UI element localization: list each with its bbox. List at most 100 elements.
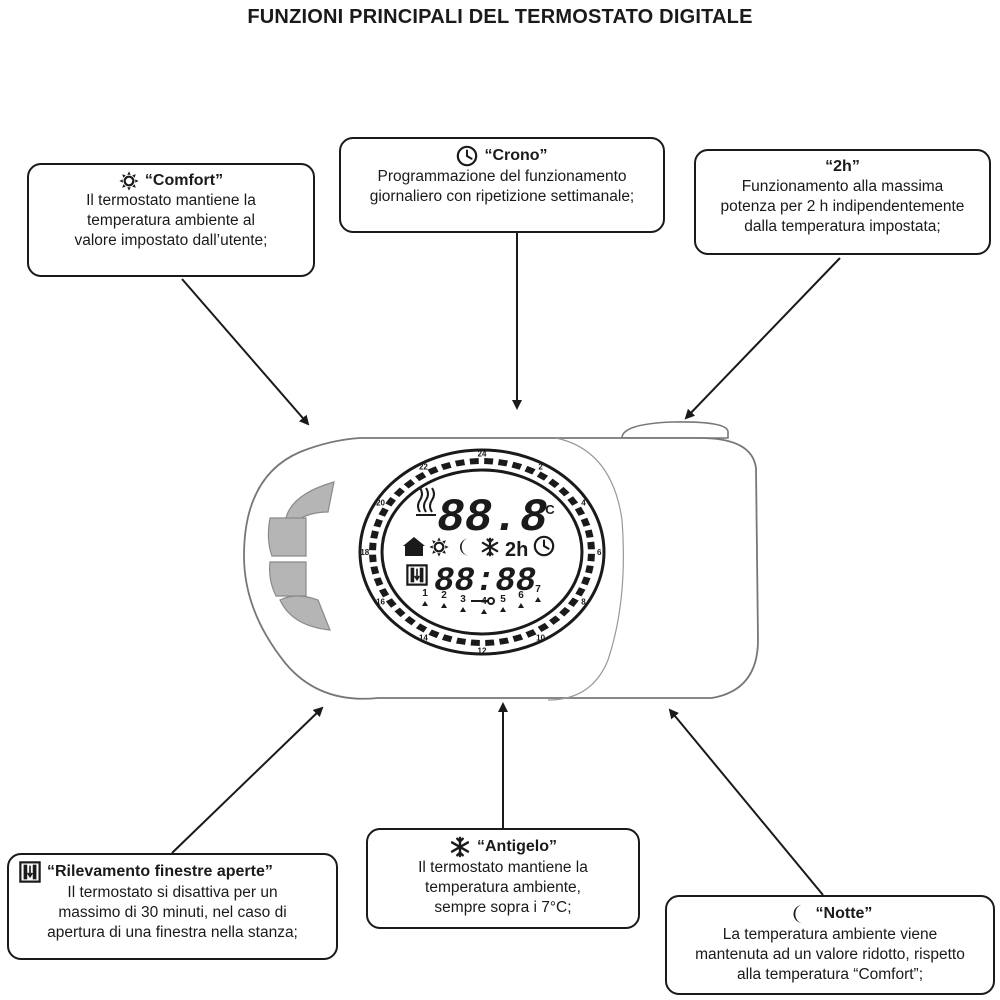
dial-segment (537, 622, 549, 632)
open-window-line-3: apertura di una finestra nella stanza; (47, 924, 298, 941)
dial-hour-label: 4 (581, 499, 586, 508)
arrows (171, 233, 841, 896)
day-marker (422, 601, 428, 606)
antifreeze-line-1: Il termostato mantiene la (418, 859, 588, 876)
dial-segment (585, 565, 594, 574)
dial-segment (469, 458, 479, 465)
dial-segment (587, 541, 595, 550)
dial-segment (558, 486, 570, 497)
day-label: 5 (500, 594, 506, 605)
day-label: 6 (518, 590, 524, 601)
dial-segment (584, 529, 594, 538)
dial-segment (385, 497, 397, 507)
snowflake-icon (450, 836, 470, 858)
dial-segment (575, 587, 586, 597)
night-box: “Notte” La temperatura ambiente viene ma… (665, 895, 995, 995)
dial-segment (385, 598, 397, 608)
dial-segment (567, 597, 579, 607)
dial-hour-label: 22 (419, 463, 428, 472)
dial-segment (403, 479, 415, 489)
dial-hour-label: 12 (478, 647, 487, 656)
dial-hour-label: 18 (360, 548, 369, 557)
dial-segment (394, 607, 406, 618)
dial-segment (370, 530, 379, 539)
sun-icon (119, 171, 139, 191)
arrow-notte (668, 708, 824, 896)
lcd-2h: 2h (505, 539, 528, 561)
dial-segment (373, 577, 384, 587)
dial-segment (369, 542, 377, 551)
antifreeze-box: “Antigelo” Il termostato mantiene la tem… (366, 828, 640, 929)
antifreeze-line-3: sempre sopra i 7°C; (434, 899, 572, 916)
dial-segment (404, 616, 416, 626)
comfort-box: “Comfort” Il termostato mantiene la temp… (27, 163, 315, 277)
day-label: 3 (460, 594, 466, 605)
dial-segment (441, 634, 453, 643)
comfort-label: “Comfort” (144, 172, 224, 189)
dial-segment (587, 553, 595, 562)
dial-hour-label: 2 (538, 463, 543, 472)
dial-segment (581, 576, 591, 586)
home-icon (403, 537, 425, 556)
dial-hour-label: 8 (581, 597, 586, 606)
night-line-3: alla temperatura “Comfort”; (736, 966, 924, 983)
comfort-line-1: Il termostato mantiene la (86, 192, 256, 209)
dial-segment (428, 629, 440, 639)
dial-segment (536, 471, 549, 481)
crono-heading: “Crono” (345, 145, 659, 167)
day-marker (481, 609, 487, 614)
day-label: 7 (535, 584, 541, 595)
dial-segment (485, 639, 495, 646)
dial-segment (525, 629, 537, 638)
two-hours-line-2: potenza per 2 h indipendentemente (720, 198, 965, 215)
moon-icon (793, 904, 803, 924)
night-line-2: mantenuta ad un valore ridotto, rispetto (695, 946, 965, 963)
antifreeze-label: “Antigelo” (477, 838, 557, 855)
night-line-1: La temperatura ambiente viene (722, 926, 938, 943)
night-label: “Notte” (815, 905, 873, 922)
dial-segment (484, 458, 494, 465)
two-hours-line-1: Funzionamento alla massima (741, 178, 944, 195)
page-title: FUNZIONI PRINCIPALI DEL TERMOSTATO DIGIT… (247, 6, 753, 28)
comfort-line-3: valore impostato dall’utente; (74, 232, 268, 249)
side-buttons[interactable] (267, 481, 335, 631)
open-window-line-1: Il termostato si disattiva per un (67, 884, 278, 901)
day-label: 1 (422, 588, 428, 599)
dial-segment (373, 518, 383, 528)
day-marker (441, 603, 447, 608)
dial-segment (440, 461, 452, 471)
dial-hour-label: 10 (536, 633, 545, 642)
dial-segment (378, 507, 389, 517)
two-hours-line-3: dalla temperatura impostata; (744, 218, 941, 235)
dial-hour-label: 20 (376, 499, 385, 508)
dial-segment (511, 461, 523, 470)
dial-segment (393, 487, 405, 498)
dial-segment (415, 623, 428, 633)
dial-segment (454, 459, 466, 467)
open-window-box: “Rilevamento finestre aperte” Il termost… (7, 853, 338, 960)
day-marker (500, 607, 506, 612)
button-1 (285, 481, 335, 521)
dial-segment (427, 466, 439, 475)
night-heading: “Notte” (671, 903, 989, 925)
lcd-temperature: 88.8 (437, 492, 547, 544)
day-marker (460, 607, 466, 612)
dial-segment (559, 606, 571, 617)
dial-segment (548, 478, 560, 488)
arrow-comfort (181, 278, 310, 426)
arrow-finestre (171, 706, 324, 854)
window-icon (406, 564, 428, 586)
dial-segment (524, 465, 536, 475)
dial-hour-label: 24 (478, 449, 487, 458)
dial-segment (512, 633, 524, 643)
comfort-heading: “Comfort” (33, 171, 309, 191)
dial-segment (456, 637, 467, 645)
key-icon (471, 597, 495, 605)
open-window-heading: “Rilevamento finestre aperte” (13, 861, 332, 883)
antifreeze-line-2: temperatura ambiente, (425, 879, 581, 896)
button-2 (267, 517, 307, 557)
heat-waves-icon (416, 487, 436, 516)
